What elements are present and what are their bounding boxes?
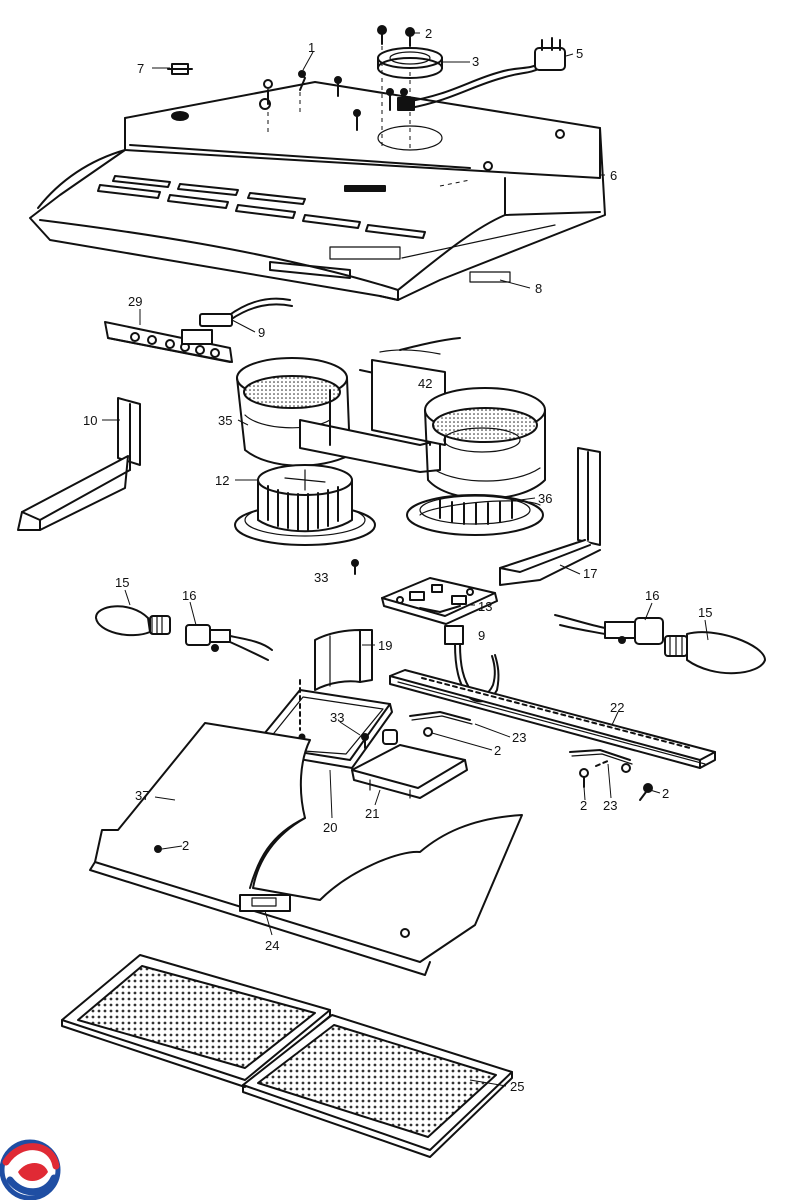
magnet-catch xyxy=(239,894,291,912)
callout-16-right: 16 xyxy=(645,588,659,603)
callout-35: 35 xyxy=(218,413,232,428)
callout-36: 36 xyxy=(538,491,552,506)
callout-9-upper: 9 xyxy=(258,325,265,340)
motor-housing xyxy=(236,337,546,500)
callout-33-upper: 33 xyxy=(314,570,328,585)
callout-37: 37 xyxy=(135,788,149,803)
callout-1: 1 xyxy=(308,40,315,55)
callout-24: 24 xyxy=(265,938,279,953)
callout-7: 7 xyxy=(137,61,144,76)
callout-10: 10 xyxy=(83,413,97,428)
switch-bracket xyxy=(314,629,373,691)
lamp-clip-bracket xyxy=(351,729,468,799)
callout-6: 6 xyxy=(610,168,617,183)
grommet xyxy=(167,63,193,75)
spring-clip-lower xyxy=(569,749,633,773)
spring-clip-upper xyxy=(409,711,473,737)
grease-filter-right xyxy=(242,1014,513,1158)
callout-21: 21 xyxy=(365,806,379,821)
callout-2-lower-b: 2 xyxy=(580,798,587,813)
callout-labels: 1 2 3 5 6 7 8 9 10 12 13 15 16 17 19 20 … xyxy=(83,26,712,1094)
lamp-bulb-right xyxy=(664,631,766,675)
callout-13: 13 xyxy=(478,599,492,614)
callout-33-lower: 33 xyxy=(330,710,344,725)
screws-lower xyxy=(579,759,653,801)
callout-2-lower-a: 2 xyxy=(494,743,501,758)
callout-9-lower: 9 xyxy=(478,628,485,643)
support-bracket-right xyxy=(499,447,601,586)
callout-19: 19 xyxy=(378,638,392,653)
callout-15-right: 15 xyxy=(698,605,712,620)
callout-8: 8 xyxy=(535,281,542,296)
mains-plug-cable xyxy=(397,37,566,111)
callout-20: 20 xyxy=(323,820,337,835)
light-rail xyxy=(389,669,716,769)
blower-motor-left xyxy=(234,464,376,546)
top-screws xyxy=(259,25,415,131)
callout-2-panel: 2 xyxy=(182,838,189,853)
callout-22: 22 xyxy=(610,700,624,715)
lamp-holder-right xyxy=(554,614,664,645)
callout-3: 3 xyxy=(472,54,479,69)
callout-16-left: 16 xyxy=(182,588,196,603)
callout-29: 29 xyxy=(128,294,142,309)
callout-5: 5 xyxy=(576,46,583,61)
callout-42: 42 xyxy=(418,376,432,391)
lamp-holder-left xyxy=(185,624,273,661)
hood-body xyxy=(29,81,606,301)
wiring-connector-upper xyxy=(199,297,293,327)
callout-12: 12 xyxy=(215,473,229,488)
callout-2-top: 2 xyxy=(425,26,432,41)
callout-23-upper: 23 xyxy=(512,730,526,745)
lamp-bulb-left xyxy=(94,605,171,637)
callout-15-left: 15 xyxy=(115,575,129,590)
callout-17: 17 xyxy=(583,566,597,581)
outlet-spigot xyxy=(377,47,443,79)
callout-leaders xyxy=(102,32,709,1087)
brand-swirl-logo xyxy=(0,1139,61,1200)
control-panel xyxy=(104,321,233,363)
callout-25: 25 xyxy=(510,1079,524,1094)
callout-23-lower: 23 xyxy=(603,798,617,813)
screw-33-upper xyxy=(351,559,359,575)
bottom-panel xyxy=(89,722,523,976)
grease-filter-left xyxy=(61,954,331,1088)
blower-motor-right xyxy=(406,494,544,536)
callout-2-lower-c: 2 xyxy=(662,786,669,801)
support-bracket-left xyxy=(17,397,141,531)
circuit-board xyxy=(381,577,498,625)
